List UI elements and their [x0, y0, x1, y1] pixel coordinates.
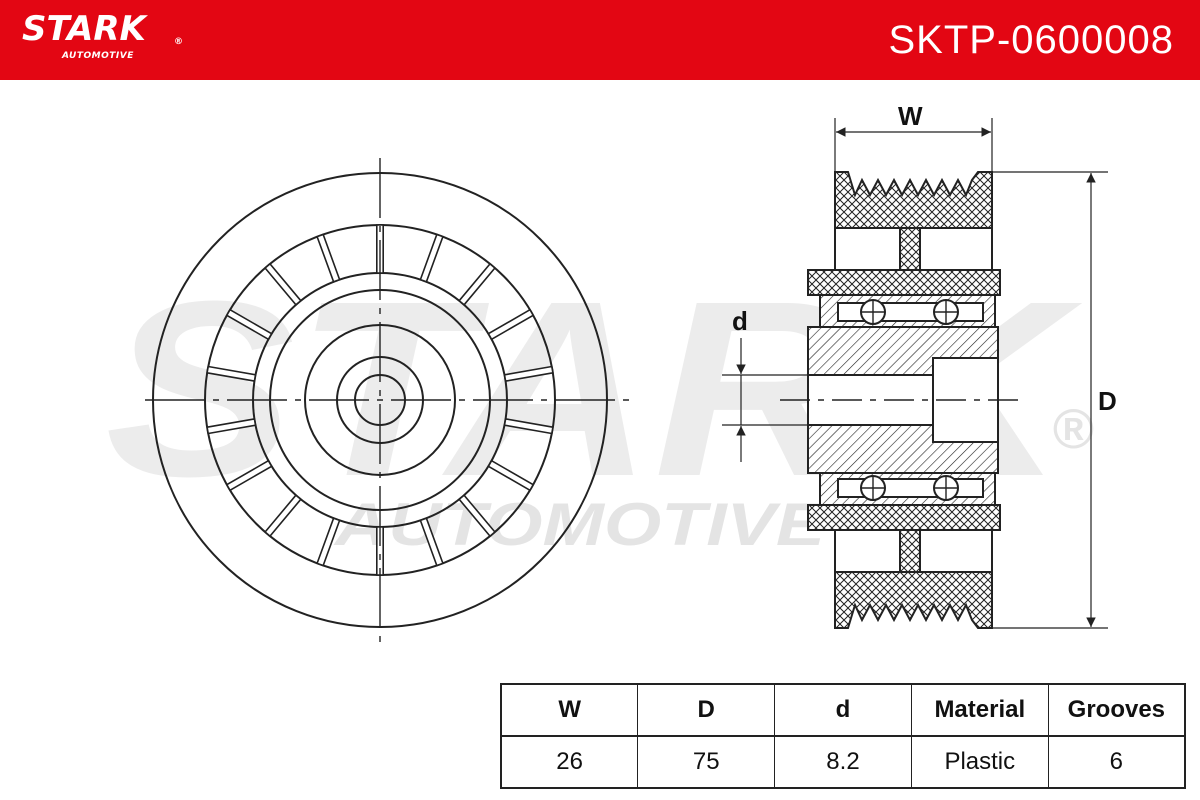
spoke: [375, 526, 385, 576]
spoke: [503, 365, 554, 383]
spoke: [225, 459, 273, 492]
spoke: [458, 494, 497, 538]
top-grooved-rim: [834, 171, 993, 229]
top-web: [807, 227, 1001, 296]
specs-header-grooves: Grooves: [1047, 683, 1186, 737]
specs-header-d-outer: D: [637, 683, 776, 737]
pulley-front-view: [145, 158, 630, 642]
part-number: SKTP-0600008: [888, 18, 1174, 62]
spoke: [487, 308, 535, 341]
top-bearing-balls-track: [837, 302, 984, 322]
dimension-w-label: W: [898, 101, 923, 131]
spoke: [419, 233, 444, 283]
logo-subtitle: AUTOMOTIVE: [62, 51, 134, 61]
spoke: [503, 417, 554, 435]
spoke: [206, 417, 257, 435]
spoke: [206, 365, 257, 383]
dimension-d-outer: [992, 171, 1108, 629]
technical-drawing: STARK AUTOMOTIVE ®: [105, 101, 1117, 642]
watermark-automotive: AUTOMOTIVE: [333, 491, 828, 558]
logo-wordmark: STARK: [22, 9, 146, 49]
logo-registered-mark: ®: [174, 37, 183, 47]
spoke: [419, 517, 444, 567]
watermark-registered: ®: [1052, 397, 1094, 460]
specs-value-grooves: 6: [1047, 735, 1186, 789]
specs-header-row: W D d Material Grooves: [500, 683, 1186, 737]
dimension-w: [834, 118, 993, 172]
spoke: [316, 517, 341, 567]
spoke: [225, 308, 273, 341]
spoke: [316, 233, 341, 283]
pulley-section-view: [780, 171, 1018, 629]
dimension-d-outer-label: D: [1098, 386, 1117, 416]
dimension-d-bore-label: d: [732, 306, 748, 336]
specs-header-material: Material: [910, 683, 1049, 737]
dimension-d-bore: [722, 338, 808, 462]
specs-value-d-bore: 8.2: [774, 735, 912, 789]
header-bar: STARK ® AUTOMOTIVE SKTP-0600008: [0, 0, 1200, 80]
specs-value-row: 26 75 8.2 Plastic 6: [500, 735, 1186, 789]
stark-logo: STARK ® AUTOMOTIVE: [22, 9, 183, 61]
specs-value-w: 26: [500, 735, 639, 789]
specs-value-material: Plastic: [910, 735, 1049, 789]
specs-table: W D d Material Grooves 26 75 8.2 Plastic…: [500, 683, 1186, 789]
bottom-bearing-balls-track: [837, 478, 984, 498]
spoke: [263, 262, 302, 306]
spoke: [458, 262, 497, 306]
specs-value-d-outer: 75: [637, 735, 776, 789]
spoke: [263, 494, 302, 538]
spokes: [206, 224, 554, 576]
specs-header-w: W: [500, 683, 639, 737]
specs-header-d-bore: d: [774, 683, 912, 737]
spoke: [487, 459, 535, 492]
bottom-grooved-rim: [834, 571, 993, 629]
